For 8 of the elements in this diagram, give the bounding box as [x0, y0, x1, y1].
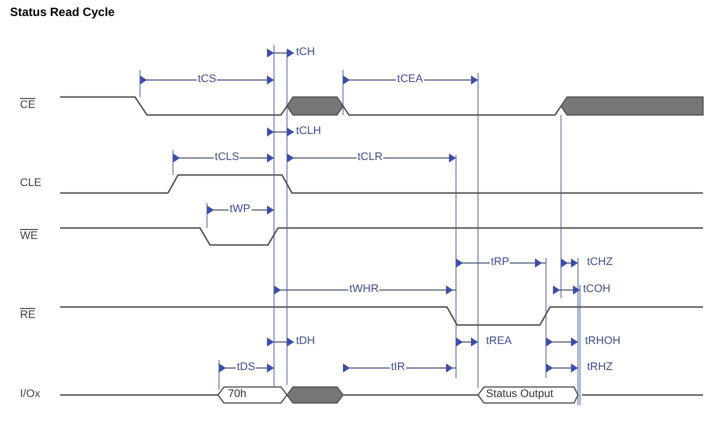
signal-name: I/Ox: [20, 388, 40, 401]
bus-value: 70h: [228, 388, 246, 401]
signal-name: RE: [20, 309, 36, 322]
signal-name: CE: [20, 99, 36, 112]
diagram-title: Status Read Cycle: [10, 6, 115, 19]
bus-value: Status Output: [486, 388, 554, 401]
signal-name: WE: [20, 230, 38, 243]
signal-name: CLE: [20, 177, 42, 190]
